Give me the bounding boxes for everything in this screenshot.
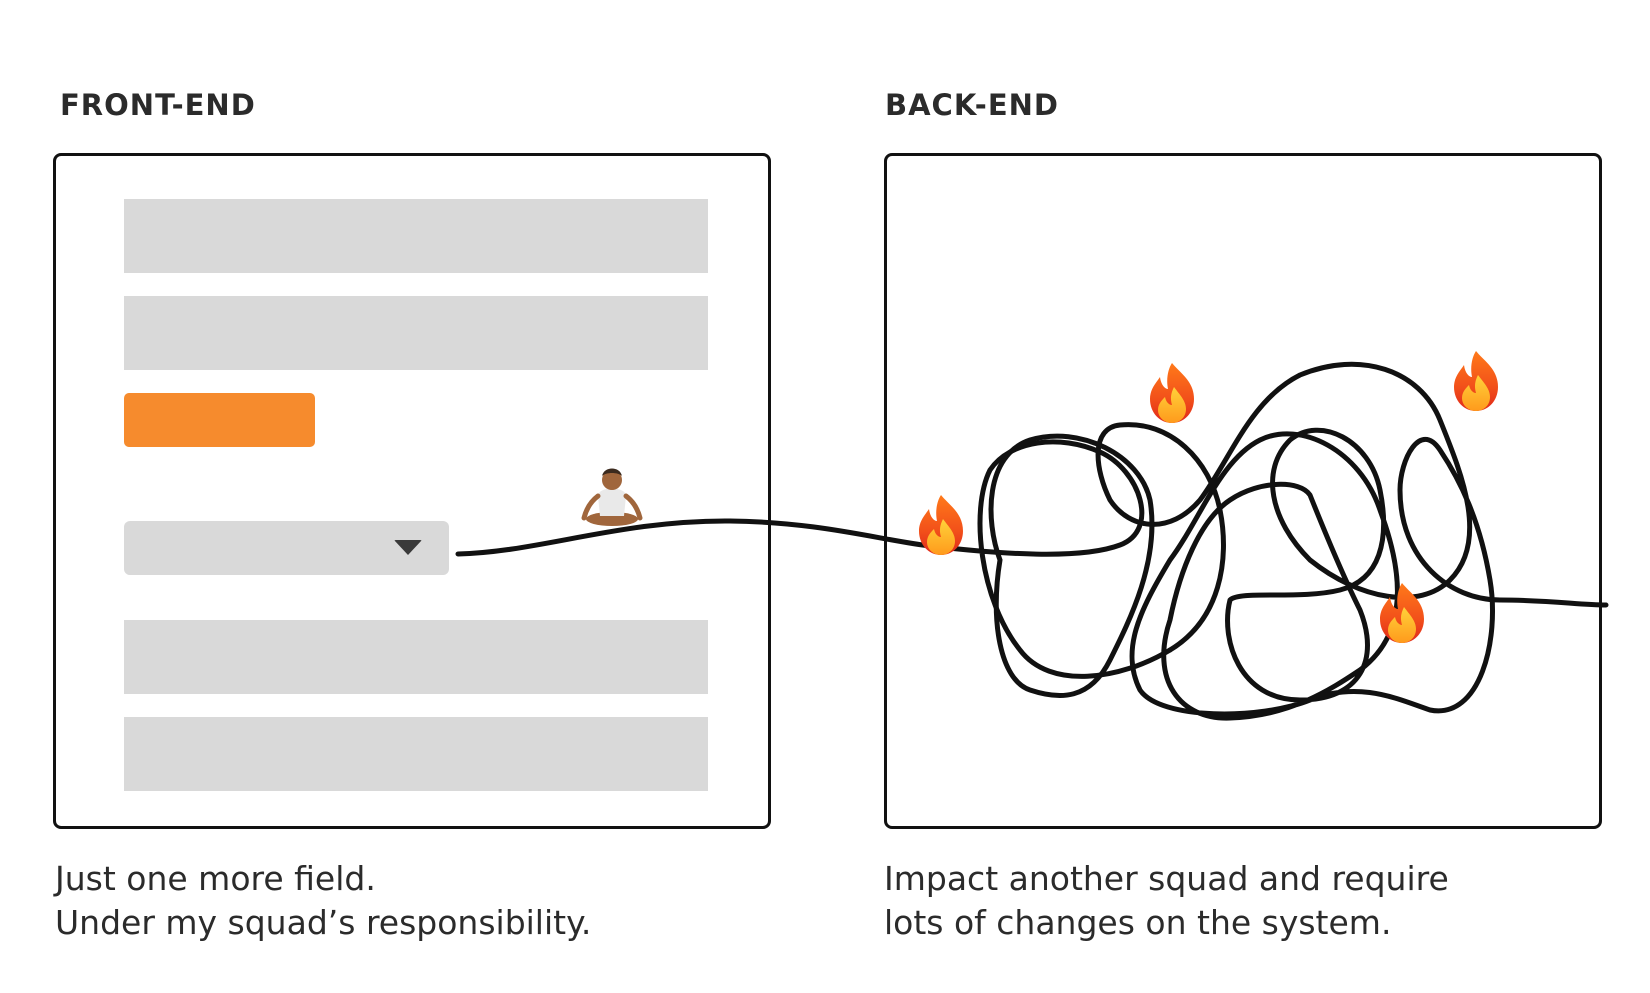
form-field-1[interactable] — [124, 199, 708, 273]
chevron-down-icon — [394, 540, 422, 555]
front-end-caption-line-1: Just one more field. — [55, 859, 376, 898]
orange-button[interactable] — [124, 393, 315, 447]
back-end-caption-line-2: lots of changes on the system. — [884, 903, 1392, 942]
back-end-caption-line-1: Impact another squad and require — [884, 859, 1449, 898]
new-dropdown-field[interactable] — [124, 521, 449, 575]
front-end-panel — [53, 153, 771, 829]
back-end-caption: Impact another squad and require lots of… — [884, 857, 1449, 945]
back-end-panel — [884, 153, 1602, 829]
front-end-caption: Just one more field. Under my squad’s re… — [55, 857, 591, 945]
form-field-4[interactable] — [124, 620, 708, 694]
front-end-heading: FRONT-END — [60, 88, 256, 122]
form-field-2[interactable] — [124, 296, 708, 370]
form-field-5[interactable] — [124, 717, 708, 791]
back-end-heading: BACK-END — [885, 88, 1059, 122]
front-end-caption-line-2: Under my squad’s responsibility. — [55, 903, 592, 942]
